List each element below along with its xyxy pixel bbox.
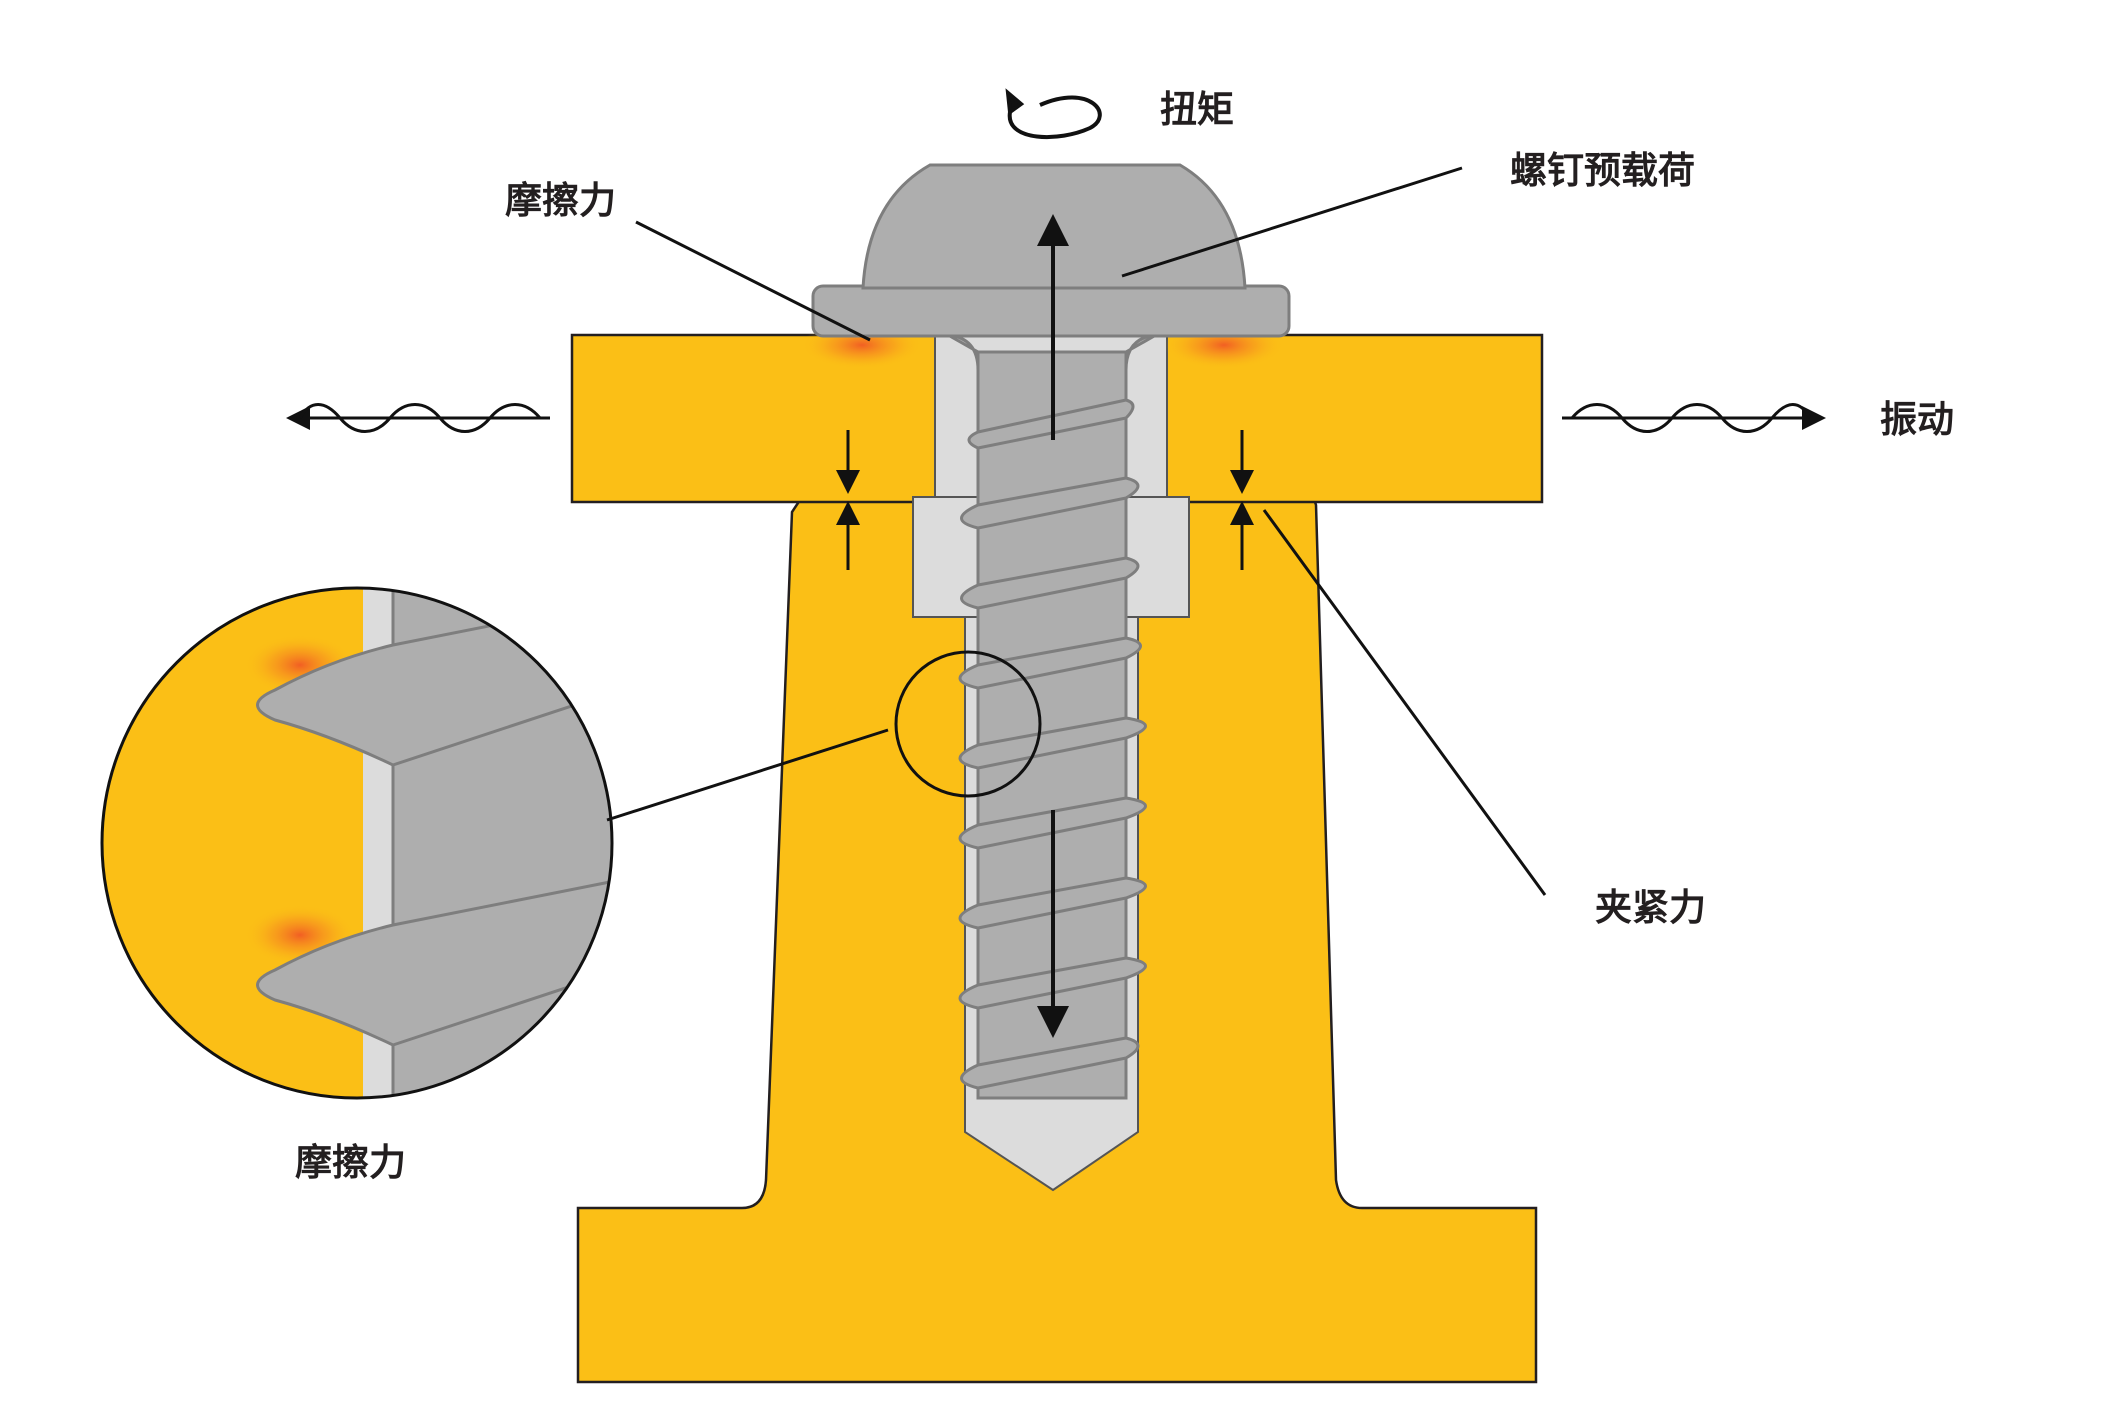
label-clamp-force: 夹紧力 [1595,886,1706,929]
label-vibration: 振动 [1880,398,1954,441]
vibration-arrow-left [286,403,550,433]
torque-rotation-icon [1005,88,1102,139]
label-torque: 扭矩 [1160,88,1234,131]
detail-marker-circle [894,650,1042,798]
leader-lines [606,166,1547,896]
zoom-circle-border [100,586,614,1100]
label-friction-top: 摩擦力 [505,179,616,222]
label-friction-bottom: 摩擦力 [295,1141,406,1184]
label-preload: 螺钉预载荷 [1510,149,1695,192]
vibration-arrow-right [1562,403,1826,433]
